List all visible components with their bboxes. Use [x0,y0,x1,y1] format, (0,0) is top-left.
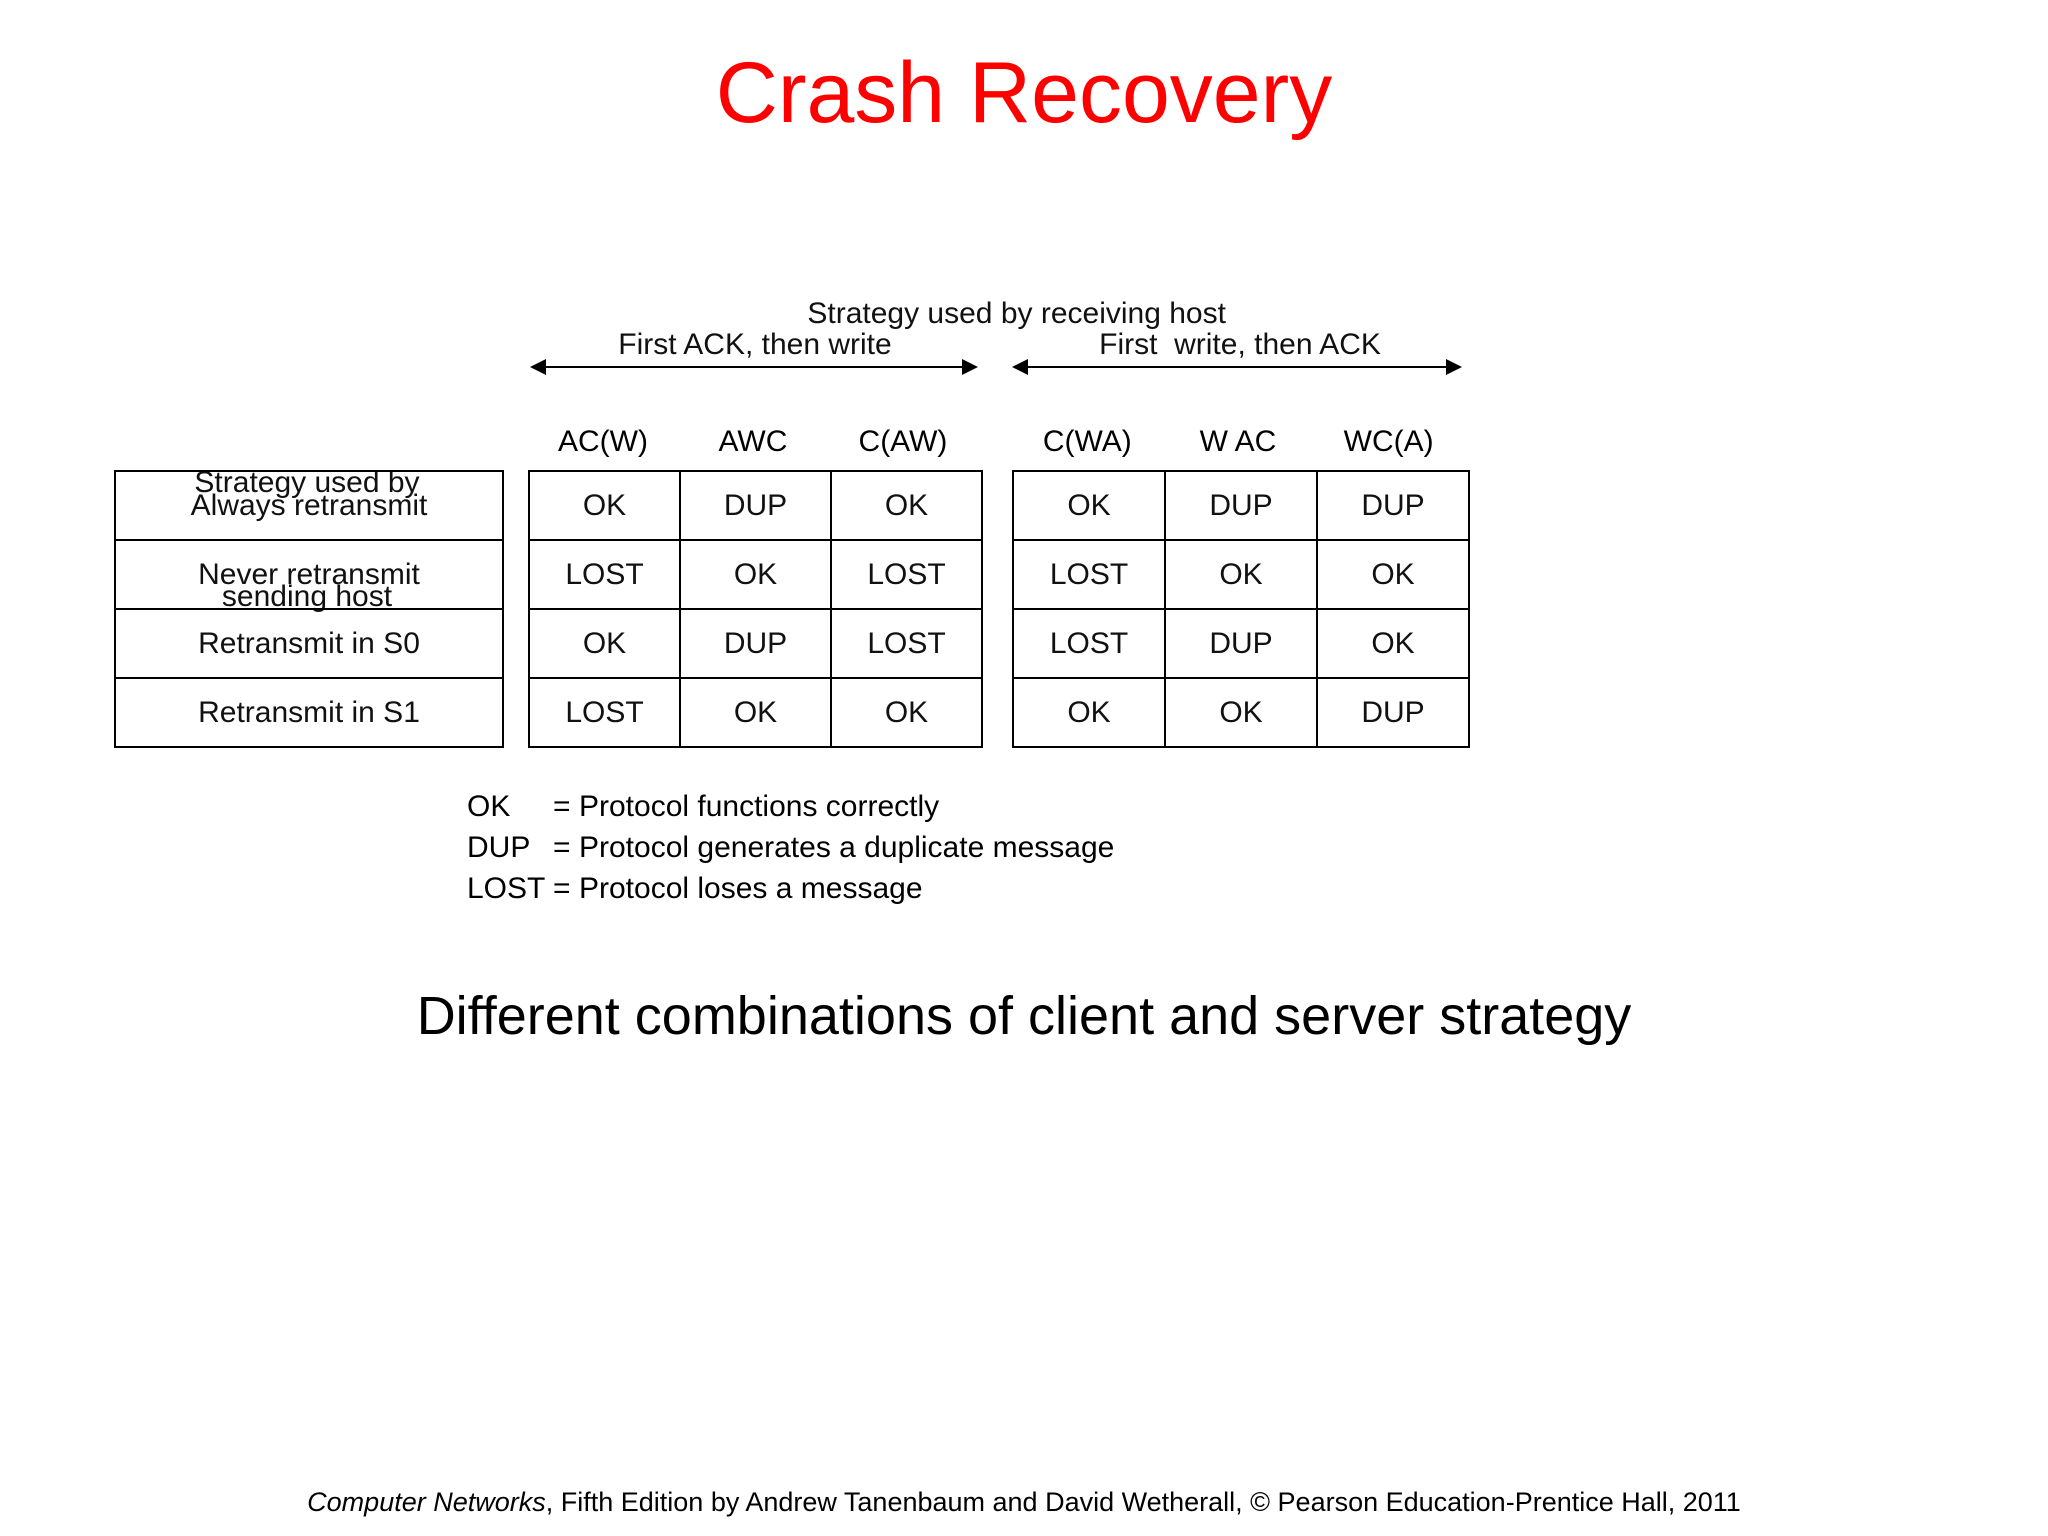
row-label-always-retransmit: Always retransmit [114,470,504,541]
legend-equals: = [553,831,571,865]
arrow-line [1026,366,1448,368]
cell-g1-r0-c0: OK [528,470,681,541]
row-label-retransmit-s0: Retransmit in S0 [114,608,504,679]
arrow-right-head-icon [962,359,978,375]
legend-item-dup: DUP = Protocol generates a duplicate mes… [467,827,1114,868]
cell-g2-r2-c0: LOST [1012,608,1166,679]
book-title: Computer Networks [307,1487,546,1517]
legend-item-lost: LOST = Protocol loses a message [467,868,1114,909]
cell-g1-r2-c0: OK [528,608,681,679]
legend-key-ok: OK [467,790,511,823]
row-label-retransmit-s1: Retransmit in S1 [114,677,504,748]
row-label-never-retransmit: Never retransmit [114,539,504,610]
cell-g1-r0-c1: DUP [679,470,832,541]
cell-g2-r3-c1: OK [1164,677,1318,748]
table-row: LOST DUP OK [1012,608,1470,679]
cell-g2-r2-c1: DUP [1164,608,1318,679]
group-2-label: First write, then ACK [1099,328,1381,361]
arrow-left-head-icon [530,359,546,375]
cell-g2-r0-c0: OK [1012,470,1166,541]
cell-g1-r1-c2: LOST [830,539,983,610]
cell-g2-r3-c0: OK [1012,677,1166,748]
cell-g1-r1-c0: LOST [528,539,681,610]
attribution-rest: , Fifth Edition by Andrew Tanenbaum and … [545,1487,1741,1517]
cell-g1-r2-c1: DUP [679,608,832,679]
column-header-c-wa: C(WA) [1042,425,1132,458]
column-header-c-aw: C(AW) [858,425,948,458]
legend-equals: = [553,872,571,906]
group-1-span-arrow-icon [530,356,978,378]
legend-key-dup: DUP [467,831,531,865]
table-row: OK OK DUP [1012,677,1470,748]
cell-g2-r0-c1: DUP [1164,470,1318,541]
group-2-data-table: OK DUP DUP LOST OK OK LOST DUP OK OK OK … [1012,470,1470,748]
group-1-column-headers: AC(W) AWC C(AW) [528,425,978,459]
legend-desc-lost: Protocol loses a message [579,872,923,906]
column-header-ac-w: AC(W) [558,425,648,458]
column-header-wc-a: WC(A) [1343,425,1434,458]
cell-g1-r0-c2: OK [830,470,983,541]
cell-g2-r0-c2: DUP [1316,470,1470,541]
arrow-line [544,366,964,368]
arrow-right-head-icon [1446,359,1462,375]
page-title: Crash Recovery [715,45,1333,141]
table-row: LOST OK LOST [528,539,983,610]
arrow-left-head-icon [1012,359,1028,375]
table-row: Always retransmit [114,470,504,541]
legend-key-lost: LOST [467,872,546,906]
group-1-data-table: OK DUP OK LOST OK LOST OK DUP LOST LOST … [528,470,983,748]
legend-item-ok: OK = Protocol functions correctly [467,786,1114,827]
column-header-awc: AWC [718,425,788,458]
cell-g2-r2-c2: OK [1316,608,1470,679]
table-row: Retransmit in S1 [114,677,504,748]
slide-caption: Different combinations of client and ser… [416,986,1632,1046]
group-1-label: First ACK, then write [618,328,892,361]
table-row: LOST OK OK [1012,539,1470,610]
receiving-host-label-text: Strategy used by receiving host [807,297,1226,330]
table-row: Retransmit in S0 [114,608,504,679]
group-2-span-arrow-icon [1012,356,1462,378]
cell-g2-r1-c2: OK [1316,539,1470,610]
cell-g2-r3-c2: DUP [1316,677,1470,748]
cell-g1-r2-c2: LOST [830,608,983,679]
column-header-w-ac: W AC [1199,425,1277,458]
cell-g1-r3-c2: OK [830,677,983,748]
table-row: Never retransmit [114,539,504,610]
receiving-host-label: Strategy used by receiving host [0,263,2048,365]
row-label-table: Always retransmit Never retransmit Retra… [114,470,504,748]
legend-desc-ok: Protocol functions correctly [579,790,940,823]
legend-desc-dup: Protocol generates a duplicate message [579,831,1115,865]
cell-g2-r1-c0: LOST [1012,539,1166,610]
attribution-footer: Computer Networks, Fifth Edition by Andr… [0,1487,2048,1518]
table-row: LOST OK OK [528,677,983,748]
cell-g1-r3-c0: LOST [528,677,681,748]
cell-g1-r1-c1: OK [679,539,832,610]
group-2-column-headers: C(WA) W AC WC(A) [1012,425,1464,459]
cell-g2-r1-c1: OK [1164,539,1318,610]
table-row: OK DUP OK [528,470,983,541]
legend-equals: = [553,790,571,823]
cell-g1-r3-c1: OK [679,677,832,748]
table-row: OK DUP LOST [528,608,983,679]
table-row: OK DUP DUP [1012,470,1470,541]
legend: OK = Protocol functions correctly DUP = … [467,786,1114,909]
